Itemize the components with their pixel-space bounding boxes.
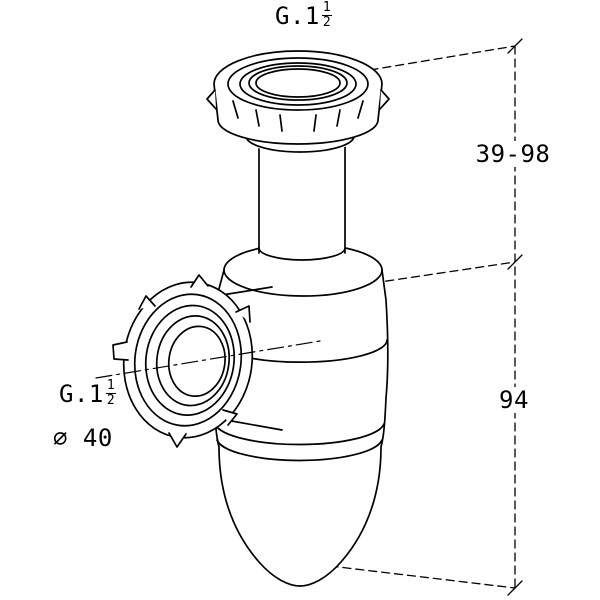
side-outlet-stub xyxy=(221,286,283,431)
side-thread-label: G.1 1 2 xyxy=(56,378,120,409)
side-diameter-value: ∅ 40 xyxy=(53,424,113,452)
fraction-denominator: 2 xyxy=(106,393,116,409)
side-nut xyxy=(112,274,254,448)
inlet-pipe xyxy=(258,128,346,261)
top-thread-label: G.1 1 2 xyxy=(272,0,336,31)
upper-dimension-value: 39-98 xyxy=(475,140,551,168)
top-thread-fraction: 1 2 xyxy=(321,0,333,31)
top-nut xyxy=(206,50,390,145)
side-thread-prefix: G.1 xyxy=(59,380,104,408)
dimension-lines xyxy=(329,38,523,596)
outlet-centerline xyxy=(95,340,321,379)
fraction-numerator: 1 xyxy=(321,0,333,17)
top-thread-prefix: G.1 xyxy=(275,2,320,30)
fraction-numerator: 1 xyxy=(105,378,117,395)
side-diameter-label: ∅ 40 xyxy=(50,425,116,451)
lower-dimension-value: 94 xyxy=(499,386,529,414)
nut-clip-tab xyxy=(112,341,129,361)
lower-dimension-label: 94 xyxy=(496,387,532,413)
side-thread-fraction: 1 2 xyxy=(105,378,117,409)
fraction-denominator: 2 xyxy=(322,15,332,31)
upper-dimension-label: 39-98 xyxy=(472,140,554,168)
trap-body xyxy=(211,243,389,587)
